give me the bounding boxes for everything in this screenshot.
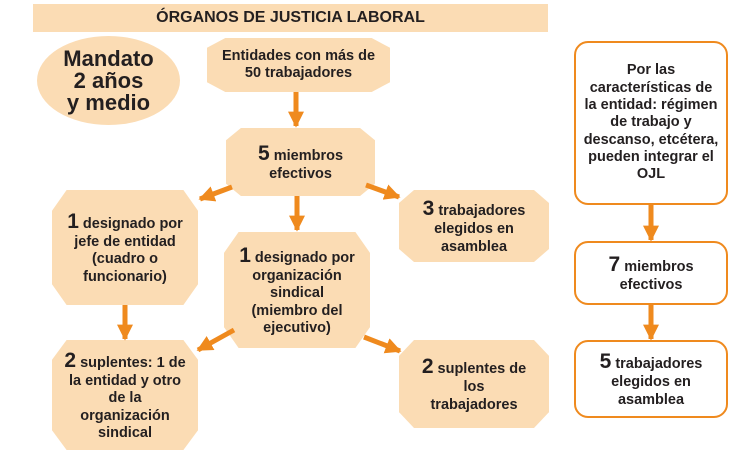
caracteristicas-text: Por las características de la entidad: r…: [583, 62, 719, 183]
title: ÓRGANOS DE JUSTICIA LABORAL: [156, 9, 425, 27]
count: 5: [257, 141, 270, 165]
caracteristicas-box: Por las características de la entidad: r…: [574, 41, 728, 205]
label: trabajadores elegidos en asamblea: [434, 203, 526, 255]
mandato-line: Mandato: [63, 45, 154, 71]
mandato-ellipse: Mandato 2 años y medio: [37, 36, 180, 125]
count: 7: [608, 252, 621, 276]
label: designado por organización sindical (mie…: [251, 249, 355, 336]
cinco-trabajadores-box: 5 trabajadores elegidos en asamblea: [574, 340, 728, 418]
arrow: [196, 327, 236, 353]
count: 2: [421, 355, 434, 379]
label: designado por jefe de entidad (cuadro o …: [74, 215, 183, 285]
entidades-text: Entidades con más de 50 trabajadores: [221, 47, 376, 81]
label: suplentes: 1 de la entidad y otro de la …: [69, 354, 186, 441]
count: 5: [599, 350, 612, 374]
designado-jefe-box: 1 designado por jefe de entidad (cuadro …: [52, 190, 198, 305]
entidades-box: Entidades con más de 50 trabajadores: [207, 38, 390, 92]
arrow: [363, 334, 402, 354]
count: 1: [67, 209, 79, 233]
siete-miembros-box: 7 miembros efectivos: [574, 241, 728, 305]
mandato-line: 2 años: [73, 67, 144, 93]
count: 1: [239, 243, 251, 267]
mandato-line: y medio: [66, 89, 151, 115]
label: miembros efectivos: [619, 258, 694, 293]
arrow: [198, 184, 233, 202]
suplentes-izq-box: 2 suplentes: 1 de la entidad y otro de l…: [52, 340, 198, 450]
label: miembros efectivos: [269, 147, 344, 182]
arrow: [365, 182, 401, 200]
tres-trabajadores-box: 3 trabajadores elegidos en asamblea: [399, 190, 549, 262]
count: 2: [64, 348, 77, 372]
title-bar: ÓRGANOS DE JUSTICIA LABORAL: [33, 4, 548, 32]
designado-org-box: 1 designado por organización sindical (m…: [224, 232, 370, 348]
label: trabajadores elegidos en asamblea: [611, 356, 703, 408]
count: 3: [422, 197, 435, 221]
cinco-miembros-box: 5 miembros efectivos: [226, 128, 375, 196]
suplentes-der-box: 2 suplentes de los trabajadores: [399, 340, 549, 428]
label: suplentes de los trabajadores: [430, 361, 527, 413]
